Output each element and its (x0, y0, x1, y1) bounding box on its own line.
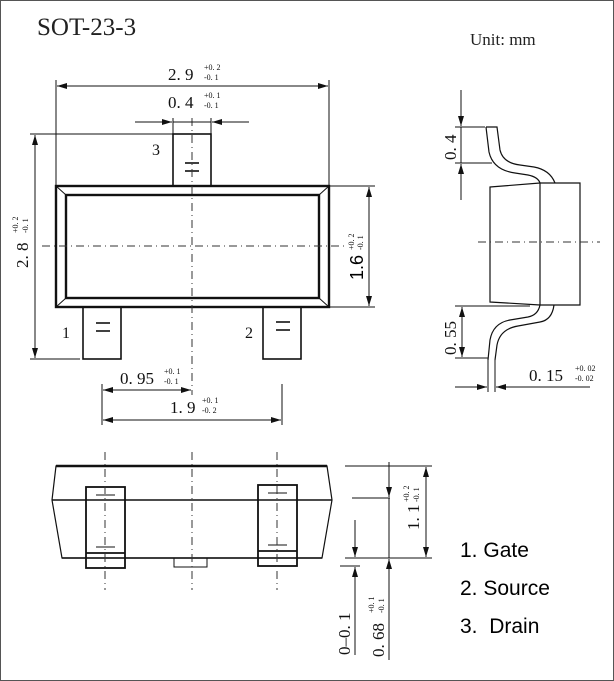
dim-height: 1. 1 (404, 505, 423, 531)
legend-name: Gate (483, 539, 529, 562)
tol-minus: -0. 1 (412, 487, 421, 502)
top-view: 3 1 2 2. 9 +0. 2 -0. 1 0. 4 +0. 1 -0. 1 … (11, 63, 375, 425)
dim-body-height: 0. 68 (369, 623, 388, 657)
tol-plus: +0. 1 (204, 91, 221, 100)
dim-body-width: 1.6 (347, 255, 367, 280)
dim-lead-length: 0. 55 (441, 321, 460, 355)
tol-plus: +0. 1 (367, 596, 376, 613)
tol-minus: -0. 1 (377, 598, 386, 613)
dim-lead-span: 1. 9 (170, 398, 196, 417)
tol-plus: +0. 2 (347, 233, 356, 250)
dim-standoff: 0–0. 1 (335, 613, 354, 656)
tol-minus: -0. 1 (356, 235, 365, 250)
tol-minus: -0. 1 (21, 218, 30, 233)
dim-pitch: 0. 95 (120, 369, 154, 388)
dim-lead-width: 0. 4 (168, 93, 194, 112)
tol-minus: -0. 2 (202, 406, 217, 415)
tol-plus: +0. 02 (575, 364, 596, 373)
legend-name: Source (483, 577, 550, 600)
pin-2-label: 2 (245, 325, 253, 342)
tol-plus: +0. 1 (164, 367, 181, 376)
unit-label: Unit: mm (470, 30, 536, 49)
tol-minus: -0. 1 (204, 101, 219, 110)
pin-legend: 1. Gate 2. Source 3. Drain (460, 537, 550, 651)
legend-number: 1. (460, 539, 478, 562)
pin-3-label: 3 (152, 142, 160, 159)
legend-item-source: 2. Source (460, 575, 550, 613)
legend-number: 2. (460, 577, 478, 600)
front-view: 1. 1 +0. 2 -0. 1 0. 68 +0. 1 -0. 1 0–0. … (51, 452, 432, 660)
dim-lead-top: 0. 4 (441, 134, 460, 160)
pin-1-label: 1 (62, 325, 70, 342)
pin-1-lead (82, 306, 122, 360)
package-title: SOT-23-3 (37, 14, 137, 41)
legend-number: 3. (460, 615, 478, 638)
pin-2-lead (262, 306, 302, 360)
tol-plus: +0. 2 (11, 216, 20, 233)
tol-minus: -0. 02 (575, 374, 594, 383)
dim-body-length: 2. 9 (168, 65, 194, 84)
dim-total-width: 2. 8 (13, 243, 32, 269)
legend-item-drain: 3. Drain (460, 613, 550, 651)
tol-plus: +0. 1 (202, 396, 219, 405)
tol-minus: -0. 1 (164, 377, 179, 386)
tol-minus: -0. 1 (204, 73, 219, 82)
side-view: 0. 4 0. 55 0. 15 +0. 02 -0. 02 (441, 90, 600, 392)
front-center-pad (173, 557, 208, 568)
tol-plus: +0. 2 (402, 485, 411, 502)
tol-plus: +0. 2 (204, 63, 221, 72)
dim-lead-thickness: 0. 15 (529, 366, 563, 385)
legend-item-gate: 1. Gate (460, 537, 550, 575)
legend-name: Drain (489, 615, 540, 638)
